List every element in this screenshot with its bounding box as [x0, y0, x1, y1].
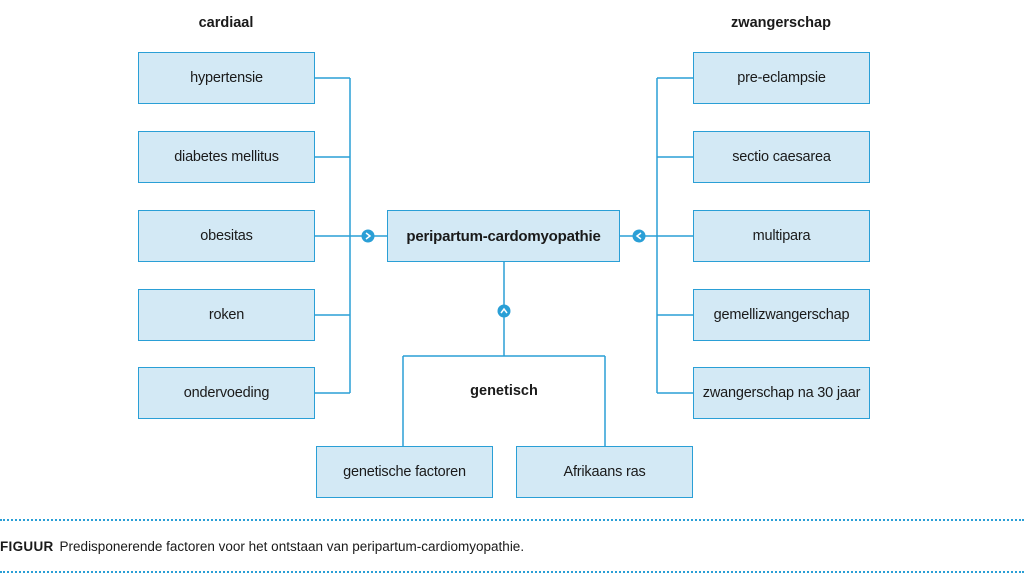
caption-divider-top — [0, 519, 1024, 521]
pregnancy-factor-box: zwangerschap na 30 jaar — [693, 367, 870, 419]
cardiac-factor-box: roken — [138, 289, 315, 341]
caption-divider-bottom — [0, 571, 1024, 573]
cardiac-factor-box: obesitas — [138, 210, 315, 262]
heading-pregnancy: zwangerschap — [731, 15, 831, 31]
chevron-right-icon — [361, 229, 375, 243]
genetic-factor-box: Afrikaans ras — [516, 446, 693, 498]
caption-text: Predisponerende factoren voor het ontsta… — [59, 539, 525, 554]
cardiac-factor-box: diabetes mellitus — [138, 131, 315, 183]
pregnancy-factor-box: pre-eclampsie — [693, 52, 870, 104]
chevron-left-icon — [632, 229, 646, 243]
heading-genetic: genetisch — [470, 383, 538, 399]
figure-caption: FIGUUR Predisponerende factoren voor het … — [0, 539, 524, 554]
pregnancy-factor-box: gemellizwangerschap — [693, 289, 870, 341]
pregnancy-factor-box: sectio caesarea — [693, 131, 870, 183]
caption-label: FIGUUR — [0, 539, 54, 554]
heading-cardiac: cardiaal — [198, 15, 254, 31]
cardiac-factor-box: ondervoeding — [138, 367, 315, 419]
chevron-up-icon — [497, 304, 511, 318]
center-box: peripartum-cardomyopathie — [387, 210, 620, 262]
cardiac-factor-box: hypertensie — [138, 52, 315, 104]
pregnancy-factor-box: multipara — [693, 210, 870, 262]
genetic-factor-box: genetische factoren — [316, 446, 493, 498]
